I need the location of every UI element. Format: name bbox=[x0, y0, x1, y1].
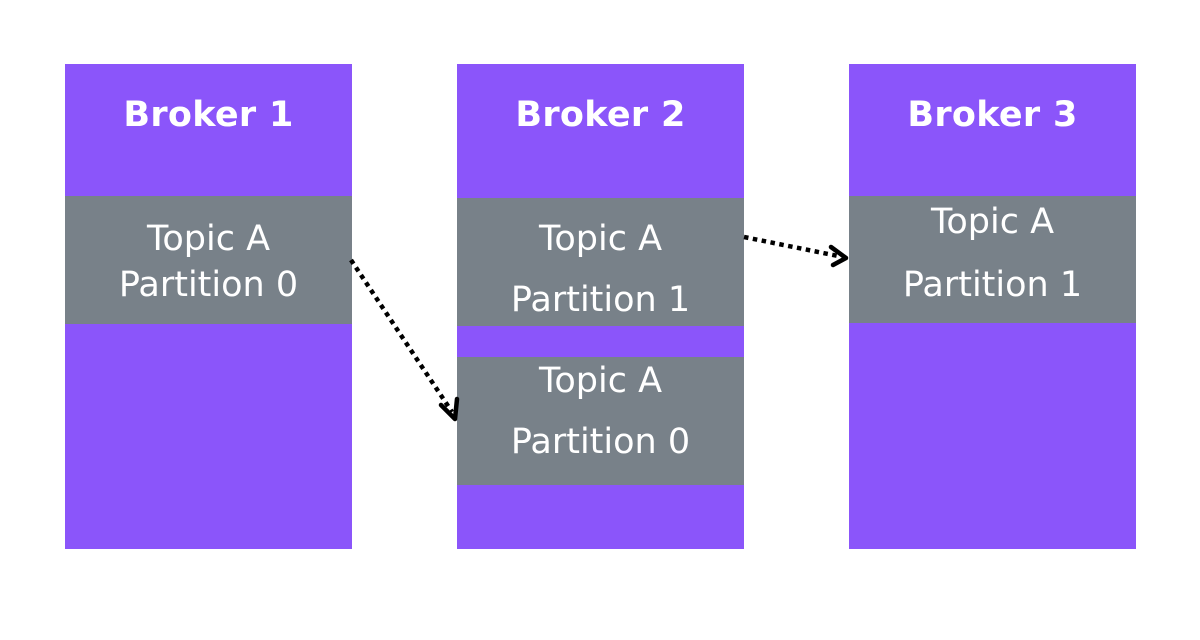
partition-number-label: Partition 0 bbox=[510, 422, 691, 462]
arrow-b2-p1-to-b3-p1 bbox=[743, 234, 849, 268]
arrowhead-icon bbox=[828, 244, 849, 268]
broker-2-title: Broker 2 bbox=[515, 95, 686, 135]
broker-2-partition-0: Topic A Partition 0 bbox=[457, 357, 744, 485]
broker-1-box: Broker 1 Topic A Partition 0 bbox=[65, 64, 352, 549]
partition-topic-label: Topic A bbox=[930, 202, 1055, 242]
partition-number-label: Partition 0 bbox=[118, 265, 299, 305]
broker-1-title: Broker 1 bbox=[123, 95, 294, 135]
partition-number-label: Partition 1 bbox=[510, 280, 691, 320]
arrow-b1-p0-to-b2-p0 bbox=[349, 258, 460, 422]
partition-number-label: Partition 1 bbox=[902, 265, 1083, 305]
broker-2-box: Broker 2 Topic A Partition 1 Topic A Par… bbox=[457, 64, 744, 549]
partition-topic-label: Topic A bbox=[538, 361, 663, 401]
broker-2-partition-1: Topic A Partition 1 bbox=[457, 198, 744, 326]
broker-3-title: Broker 3 bbox=[907, 95, 1078, 135]
arrowhead-icon bbox=[438, 396, 460, 422]
broker-3-partition-1: Topic A Partition 1 bbox=[849, 196, 1136, 323]
broker-1-partition-0: Topic A Partition 0 bbox=[65, 196, 352, 324]
broker-3-box: Broker 3 Topic A Partition 1 bbox=[849, 64, 1136, 549]
partition-topic-label: Topic A bbox=[538, 219, 663, 259]
partition-topic-label: Topic A bbox=[146, 219, 271, 259]
